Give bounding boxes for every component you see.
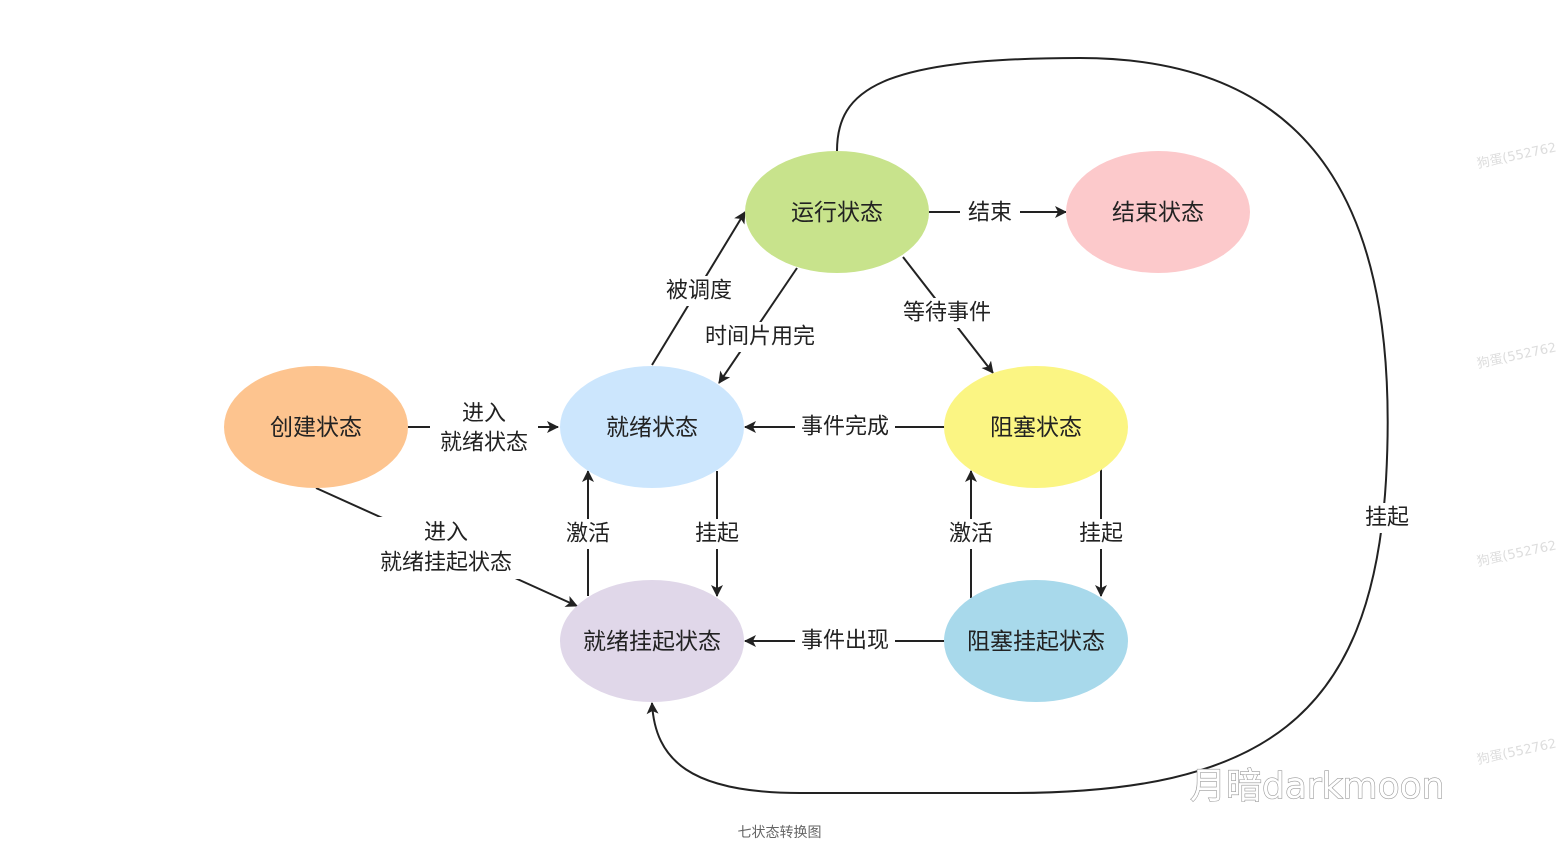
node-terminated-label: 结束状态 [1112,200,1204,226]
edge-suspend-running [646,56,1389,794]
node-running: 运行状态 [745,151,929,273]
edge-label-activate-left: 激活 [566,522,610,547]
node-ready-shape [560,366,744,488]
edges: 进入 就绪状态 进入 就绪挂起状态 被调度 时间片用完 结束 等待事件 事件完成… [315,56,1416,794]
node-terminated: 结束状态 [1066,151,1250,273]
node-ready-suspended: 就绪挂起状态 [560,580,744,702]
node-create-shape [224,366,408,488]
edge-label-suspend-running: 挂起 [1365,506,1409,531]
node-blocked: 阻塞状态 [944,366,1128,488]
edge-label-activate-right: 激活 [949,522,993,547]
figure-caption: 七状态转换图 [737,825,822,841]
node-running-shape [745,151,929,273]
edge-label-event-done: 事件完成 [801,415,889,440]
edge-label-enter-ready-suspended-line1: 进入 [424,521,468,546]
nodes: 创建状态 就绪状态 运行状态 结束状态 阻塞状态 就绪挂起状态 阻塞挂起状态 [224,151,1250,702]
node-terminated-shape [1066,151,1250,273]
node-ready: 就绪状态 [560,366,744,488]
edge-label-time-slice: 时间片用完 [705,325,815,350]
node-blocked-suspended-shape [944,580,1128,702]
node-ready-suspended-shape [560,580,744,702]
node-blocked-suspended: 阻塞挂起状态 [944,580,1128,702]
faint-watermark-1: 狗蛋(552762 [1476,140,1558,171]
node-ready-suspended-label: 就绪挂起状态 [583,629,721,655]
faint-watermark-4: 狗蛋(552762 [1476,736,1558,767]
edge-label-suspend-right: 挂起 [1079,522,1123,547]
node-create: 创建状态 [224,366,408,488]
brand-watermark: 月暗darkmoon [1190,766,1445,807]
edge-label-wait-event: 等待事件 [903,301,991,326]
node-ready-label: 就绪状态 [606,415,698,441]
faint-watermark-3: 狗蛋(552762 [1476,538,1558,569]
node-running-label: 运行状态 [791,200,883,226]
node-blocked-shape [944,366,1128,488]
node-create-label: 创建状态 [270,415,362,441]
node-blocked-label: 阻塞状态 [990,415,1082,441]
node-blocked-suspended-label: 阻塞挂起状态 [967,629,1105,655]
faint-watermarks: 狗蛋(552762 狗蛋(552762 狗蛋(552762 狗蛋(552762 [1476,140,1558,767]
edge-label-enter-ready-suspended-line2: 就绪挂起状态 [380,551,512,576]
edge-label-finish: 结束 [968,201,1012,226]
edge-label-enter-ready-line1: 进入 [462,402,506,427]
edge-label-suspend-left: 挂起 [695,522,739,547]
edge-label-enter-ready-line2: 就绪状态 [440,431,528,456]
edge-label-event-occurs: 事件出现 [801,629,889,654]
faint-watermark-2: 狗蛋(552762 [1476,340,1558,371]
edge-label-scheduled: 被调度 [666,279,732,304]
